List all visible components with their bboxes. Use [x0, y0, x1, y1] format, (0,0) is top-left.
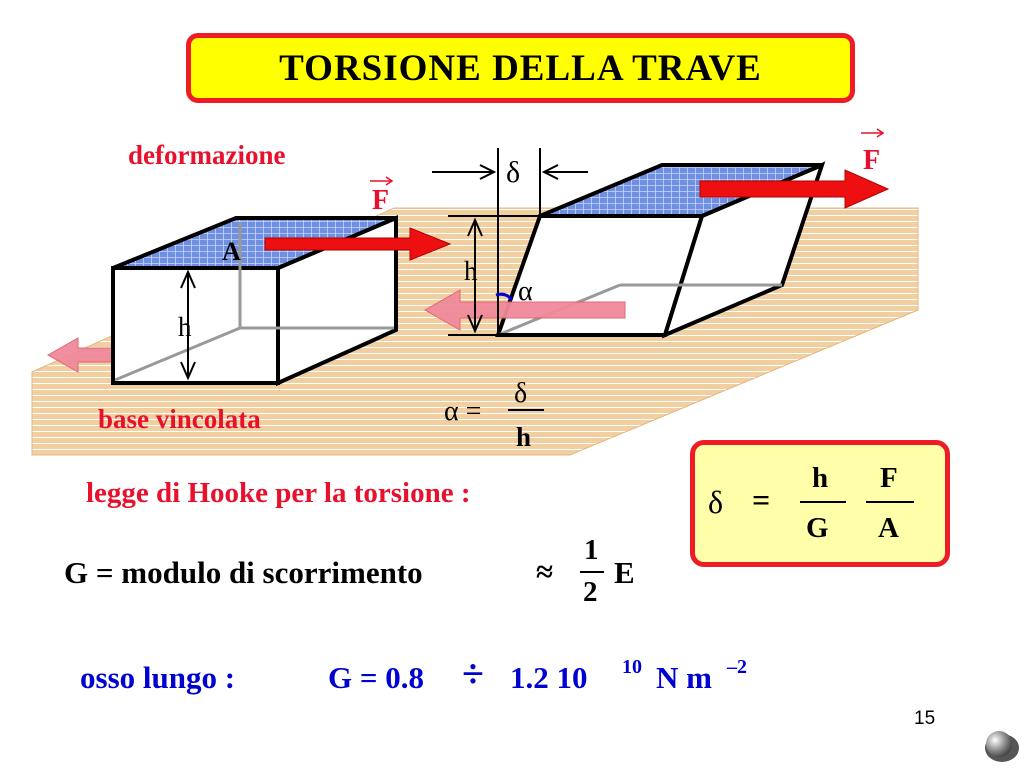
area-label: A — [222, 237, 241, 266]
bone-example-exponent: 10 — [622, 656, 642, 678]
base-vincolata-label: base vincolata — [98, 404, 261, 434]
force-arrow-left-block — [264, 227, 452, 261]
bone-example-unit: N m — [656, 660, 712, 695]
page-number: 15 — [914, 708, 936, 729]
young-modulus-E: E — [614, 555, 635, 590]
hooke-formula-box — [690, 440, 950, 567]
height-label-left: h — [178, 312, 192, 342]
hooke-law-label: legge di Hooke per la torsione : — [86, 477, 471, 509]
range-symbol: ÷ — [462, 651, 484, 696]
hooke-formula-A: A — [878, 512, 899, 544]
fraction-bar-2 — [866, 501, 914, 503]
reaction-arrow-right — [423, 289, 626, 331]
svg-text:F: F — [863, 145, 880, 176]
hooke-formula-F: F — [880, 462, 898, 494]
bone-example-value: G = 0.8 — [328, 660, 425, 695]
hooke-formula-G: G — [806, 512, 829, 544]
half-fraction-bar — [580, 571, 604, 573]
top-face-deformed — [539, 163, 823, 218]
hooke-formula-delta: δ — [708, 484, 724, 520]
approx-symbol: ≈ — [536, 554, 554, 589]
hooke-formula-h: h — [812, 462, 829, 494]
height-label-right: h — [464, 256, 478, 286]
top-face-A — [112, 216, 397, 270]
torsion-diagram: deformazione base vincolata F F A h h δ … — [31, 128, 919, 456]
svg-text:α =: α = — [444, 396, 481, 427]
half-numerator: 1 — [584, 534, 599, 566]
deformazione-label: deformazione — [128, 140, 285, 170]
bone-example-label: osso lungo : — [80, 660, 236, 695]
bone-example-unit-exponent: –2 — [727, 656, 747, 678]
force-label-right: F — [861, 128, 885, 176]
undeformed-block — [46, 214, 452, 387]
svg-text:δ: δ — [514, 378, 527, 409]
svg-text:F: F — [372, 185, 389, 216]
force-arrow-right-block — [699, 169, 890, 209]
half-denominator: 2 — [583, 576, 598, 608]
page-title: TORSIONE DELLA TRAVE — [279, 47, 762, 89]
shear-angle-formula: α = δ h — [444, 378, 544, 452]
bone-example-value2: 1.2 10 — [510, 660, 588, 695]
force-label-left: F — [370, 176, 394, 216]
alpha-label: α — [518, 276, 533, 307]
delta-label: δ — [506, 156, 520, 189]
deformed-block — [423, 148, 890, 339]
fraction-bar-1 — [800, 501, 846, 503]
svg-text:h: h — [516, 422, 531, 452]
modulus-definition: G = modulo di scorrimento — [64, 555, 423, 590]
title-box: TORSIONE DELLA TRAVE — [186, 33, 855, 103]
hooke-formula-equals: = — [752, 482, 771, 518]
slide-nav-button[interactable] — [982, 728, 1022, 764]
